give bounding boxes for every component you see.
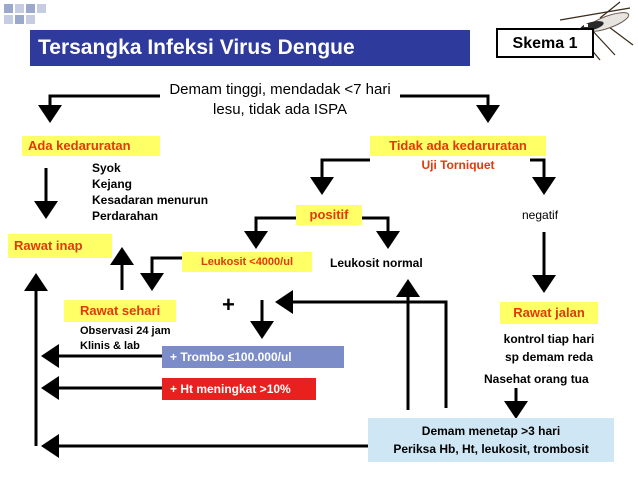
sign-seizure: Kejang <box>92 177 133 191</box>
tourniquet-test: Uji Torniquet <box>421 158 495 172</box>
positive-box: positif <box>296 205 362 225</box>
control-daily: kontrol tiap hari <box>503 332 595 346</box>
emergency-box: Ada kedaruratan <box>22 136 160 156</box>
parent-advice: Nasehat orang tua <box>484 372 589 386</box>
initial-symptoms-line1: Demam tinggi, mendadak <7 hari <box>169 81 391 98</box>
page-title: Tersangka Infeksi Virus Dengue <box>30 30 470 66</box>
ht-box: + Ht meningkat >10% <box>162 378 316 400</box>
persistent-fever-box: Demam menetap >3 hari Periksa Hb, Ht, le… <box>368 418 614 462</box>
leukosit-low-box: Leukosit <4000/ul <box>182 252 312 272</box>
initial-symptoms-line2: lesu, tidak ada ISPA <box>213 101 347 118</box>
observation-notes: Observasi 24 jam Klinis & lab <box>80 324 171 354</box>
outpatient-box: Rawat jalan <box>500 302 598 324</box>
control-notes: kontrol tiap hari sp demam reda <box>484 330 614 366</box>
decorative-grid <box>0 0 60 30</box>
hospitalize-box: Rawat inap <box>8 234 112 258</box>
persistent-fever-line2: Periksa Hb, Ht, leukosit, trombosit <box>393 442 589 456</box>
no-emergency-box: Tidak ada kedaruratan <box>370 136 546 156</box>
scheme-label: Skema 1 <box>496 28 594 58</box>
day-care-box: Rawat sehari <box>64 300 176 322</box>
observe-24h: Observasi 24 jam <box>80 325 171 337</box>
observe-lab: Klinis & lab <box>80 340 140 352</box>
sign-bleeding: Perdarahan <box>92 209 159 223</box>
control-until: sp demam reda <box>504 350 594 364</box>
negative-label: negatif <box>522 208 559 222</box>
sign-shock: Syok <box>92 161 121 175</box>
plus-sign: + <box>222 292 235 317</box>
persistent-fever-line1: Demam menetap >3 hari <box>421 424 561 438</box>
emergency-signs: Syok Kejang Kesadaran menurun Perdarahan <box>92 160 208 224</box>
initial-symptoms: Demam tinggi, mendadak <7 hari lesu, tid… <box>160 80 400 120</box>
trombo-box: + Trombo ≤100.000/ul <box>162 346 344 368</box>
sign-consciousness: Kesadaran menurun <box>92 193 209 207</box>
leukosit-normal-label: Leukosit normal <box>330 256 423 270</box>
